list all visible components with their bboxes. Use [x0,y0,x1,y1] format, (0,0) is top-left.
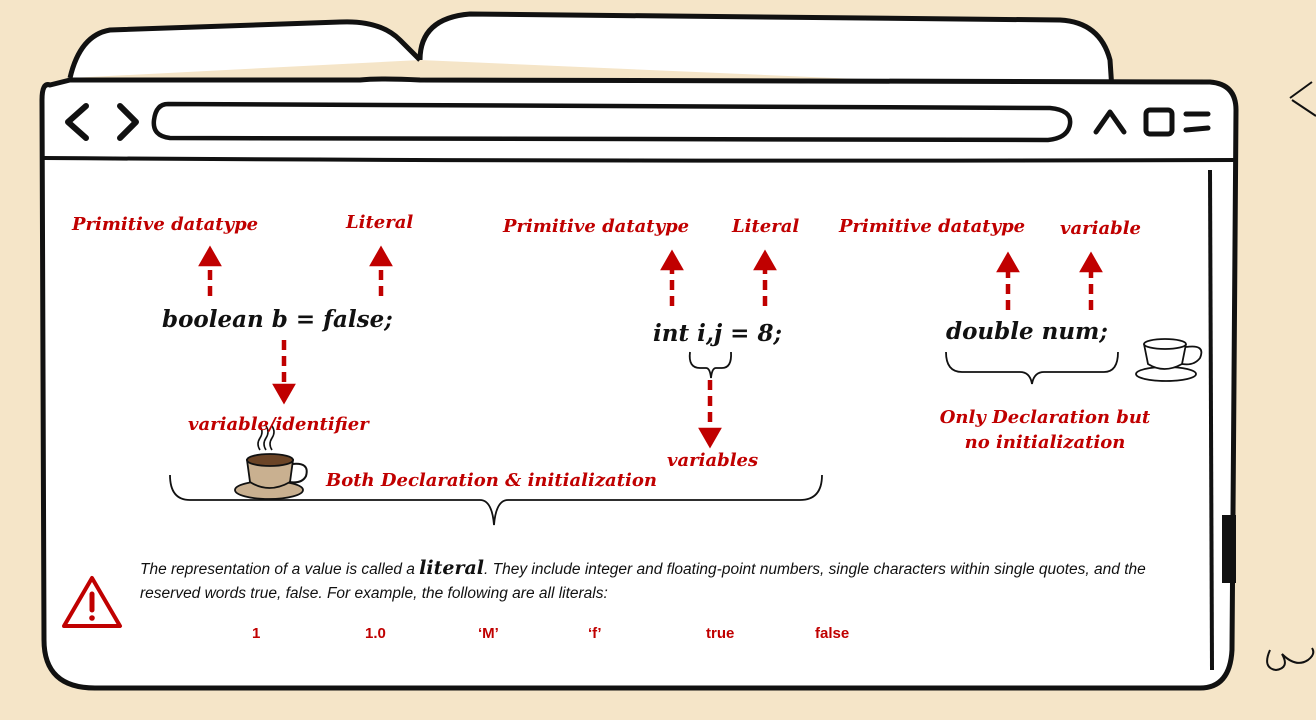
coffee-cup-icon [1135,338,1203,382]
code-boolean-declaration: boolean b = false; [162,306,393,333]
code-double-declaration: double num; [946,318,1108,345]
address-bar[interactable] [151,101,1073,143]
note-text: The representation of a value is called … [140,561,420,578]
brace-declaration [945,351,1119,385]
literal-example: ‘M’ [478,625,499,642]
caption-both-declaration-initialization: Both Declaration & initialization [326,470,657,491]
caret-up-icon[interactable] [1093,109,1127,135]
doodle-arrow [1289,81,1316,117]
label-variable-identifier: variable/identifier [188,414,369,435]
caption-line: no initialization [964,432,1126,453]
caption-only-declaration: Only Declaration but no initialization [915,405,1175,455]
literal-example: false [815,625,850,642]
square-icon[interactable] [1143,107,1175,137]
menu-icon[interactable] [1183,111,1211,133]
forward-chevron-icon[interactable] [117,103,139,141]
window-body [39,76,1239,691]
label-literal: Literal [732,216,800,237]
scrollbar-thumb[interactable] [1222,515,1236,583]
arrows [198,245,1103,449]
warning-icon [62,576,122,628]
label-variables: variables [667,450,759,471]
literal-definition-note: The representation of a value is called … [140,556,1180,606]
label-literal: Literal [346,212,414,233]
coffee-cup-icon [234,425,308,500]
literal-example: true [706,625,735,642]
label-primitive-datatype: Primitive datatype [503,216,690,237]
doodle-swirl [1266,647,1315,672]
label-primitive-datatype: Primitive datatype [72,214,259,235]
back-chevron-icon[interactable] [65,103,89,141]
caption-line: Only Declaration but [939,407,1151,428]
toolbar-divider [43,156,1237,163]
label-primitive-datatype: Primitive datatype [839,216,1026,237]
scrollbar-track[interactable] [1208,169,1214,671]
brace-variables [688,351,732,379]
tab-left [67,19,422,79]
note-text: . They include integer and floating-poin… [140,561,1146,602]
tab-right [417,11,1115,91]
note-keyword: literal [419,557,485,579]
code-int-declaration: int i,j = 8; [653,320,782,347]
label-variable: variable [1060,218,1141,239]
literal-example: ‘f’ [588,625,602,642]
literal-example: 1 [252,625,261,642]
literal-example: 1.0 [365,625,386,642]
brace-both [169,474,823,526]
